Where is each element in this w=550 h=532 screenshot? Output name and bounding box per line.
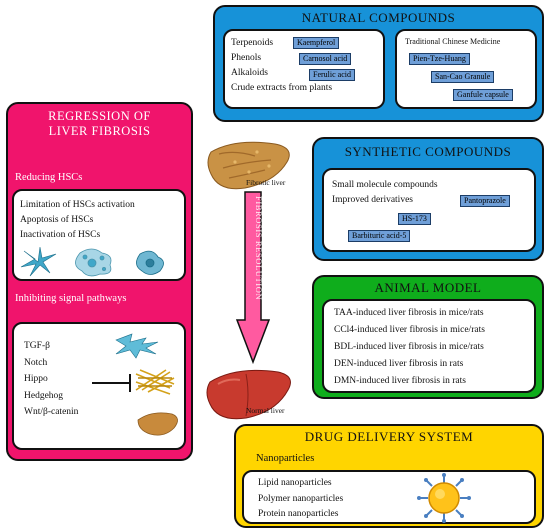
fibrotic-liver-label: Fibrotic liver (246, 178, 286, 187)
pathway-item: TGF-β (24, 341, 50, 351)
faded-header-2: NATURAL COMPOUNDS (8, 36, 109, 46)
reducing-item: Inactivation of HSCs (20, 230, 101, 240)
reducing-item: Limitation of HSCs activation (20, 200, 135, 210)
synthetic-compounds-title: SYNTHETIC COMPOUNDS (344, 144, 512, 159)
synthetic-item: Small molecule compounds (332, 180, 438, 190)
tag-san-cao-granule: San-Cao Granule (431, 71, 495, 83)
fibrosis-resolution-label: FIBROSIS RESOLUTION (254, 196, 264, 301)
tcm-title: Traditional Chinese Medicine (405, 37, 501, 46)
reducing-item: Apoptosis of HSCs (20, 215, 94, 225)
synthetic-item: Improved derivatives (332, 195, 413, 205)
nanoparticle-item: Protein nanoparticles (258, 509, 339, 519)
regression-title: REGRESSION OF LIVER FIBROSIS (8, 109, 191, 139)
inhibiting-pathways-box: TGF-β Notch Hippo Hedgehog Wnt/β-catenin (12, 322, 186, 450)
activated-hsc-network-icon (115, 333, 159, 359)
faded-middle-4: REGRESSION (206, 268, 262, 278)
pathway-item: Hedgehog (24, 390, 64, 401)
synthetic-list: Small molecule compounds Improved deriva… (332, 178, 438, 208)
natural-item: Crude extracts from plants (231, 83, 333, 93)
tag-ganfule-capsule: Ganfule capsule (453, 89, 513, 101)
animal-item: DMN-induced liver fibrosis in rats (334, 376, 466, 386)
faded-header-1: SYNTHETIC COMPOUNDS (8, 18, 117, 28)
reducing-hscs-box: Limitation of HSCs activation Apoptosis … (12, 189, 186, 281)
tag-pantoprazole: Pantoprazole (460, 195, 510, 207)
regression-panel: REGRESSION OF LIVER FIBROSIS Reducing HS… (6, 102, 193, 461)
animal-model-panel: ANIMAL MODEL TAA-induced liver fibrosis … (312, 275, 544, 399)
drug-delivery-title: DRUG DELIVERY SYSTEM (304, 429, 474, 444)
faded-middle-2: FIBROSIS (206, 232, 246, 242)
normal-liver-icon (206, 369, 291, 420)
synthetic-compounds-panel: SYNTHETIC COMPOUNDS Small molecule compo… (312, 137, 544, 261)
inhibiting-pathways-label: Inhibiting signal pathways (15, 293, 127, 304)
reducing-hscs-label: Reducing HSCs (15, 172, 83, 183)
animal-item: BDL-induced liver fibrosis in mice/rats (334, 342, 484, 352)
animal-item: TAA-induced liver fibrosis in mice/rats (334, 308, 484, 318)
nanoparticle-list: Lipid nanoparticles Polymer nanoparticle… (258, 476, 343, 523)
nanoparticle-item: Polymer nanoparticles (258, 493, 344, 504)
nanoparticle-item: Lipid nanoparticles (258, 478, 332, 488)
pathway-item: Notch (24, 357, 48, 368)
tag-barbituric-acid-5: Barbituric acid-5 (348, 230, 411, 242)
fibrosis-resolution-arrow (235, 191, 271, 365)
natural-compounds-panel: NATURAL COMPOUNDS Terpenoids Phenols Alk… (213, 5, 544, 122)
tag-pien-tze-huang: Pien-Tze-Huang (409, 53, 470, 65)
regression-title-line1: REGRESSION OF (48, 109, 151, 123)
tcm-box: Traditional Chinese Medicine Pien-Tze-Hu… (395, 29, 537, 109)
pathway-item: Wnt/β-catenin (24, 407, 79, 417)
natural-left-list: Terpenoids Phenols Alkaloids Crude extra… (231, 36, 332, 96)
tag-ferulic-acid: Ferulic acid (309, 69, 355, 81)
tag-kaempferol: Kaempferol (293, 37, 340, 49)
animal-model-title: ANIMAL MODEL (374, 280, 482, 295)
faded-middle-1: DRUG DELIVERY (206, 214, 279, 224)
drug-delivery-panel: DRUG DELIVERY SYSTEM Nanoparticles Lipid… (234, 424, 544, 528)
animal-list: TAA-induced liver fibrosis in mice/rats … (334, 305, 485, 390)
regression-title-line2: LIVER FIBROSIS (48, 124, 151, 138)
faded-middle-3: THERAPY (206, 250, 248, 260)
pathway-list: TGF-β Notch Hippo Hedgehog Wnt/β-catenin (24, 338, 78, 421)
inhibition-symbol (92, 374, 131, 392)
normal-liver-label: Normal liver (246, 406, 285, 415)
tag-hs-173: HS-173 (398, 213, 431, 225)
natural-item: Phenols (231, 53, 262, 63)
activated-hsc-icon (20, 246, 57, 277)
animal-inner-box: TAA-induced liver fibrosis in mice/rats … (322, 299, 536, 393)
animal-item: DEN-induced liver fibrosis in rats (334, 359, 464, 369)
inactivated-hsc-icon (136, 250, 164, 275)
reducing-list: Limitation of HSCs activation Apoptosis … (20, 198, 135, 243)
collagen-fibers-icon (135, 369, 175, 395)
hsc-cells-illustration (20, 246, 164, 277)
animal-item: CCl4-induced liver fibrosis in mice/rats (334, 325, 485, 335)
nanoparticles-label: Nanoparticles (256, 453, 315, 464)
natural-left-box: Terpenoids Phenols Alkaloids Crude extra… (223, 29, 385, 109)
natural-item: Alkaloids (231, 68, 268, 78)
natural-compounds-title: NATURAL COMPOUNDS (301, 10, 456, 25)
synthetic-inner-box: Small molecule compounds Improved deriva… (322, 168, 536, 252)
drug-inner-box: Lipid nanoparticles Polymer nanoparticle… (242, 470, 536, 524)
nanoparticle-icon (417, 473, 471, 523)
natural-item: Terpenoids (231, 38, 274, 48)
apoptotic-hsc-icon (75, 248, 112, 277)
tag-carnosol-acid: Carnosol acid (299, 53, 352, 65)
fibrotic-liver-small-icon (137, 412, 178, 436)
fibrotic-liver-icon (207, 141, 290, 190)
pathway-item: Hippo (24, 374, 48, 384)
pathway-illustration (92, 333, 178, 436)
